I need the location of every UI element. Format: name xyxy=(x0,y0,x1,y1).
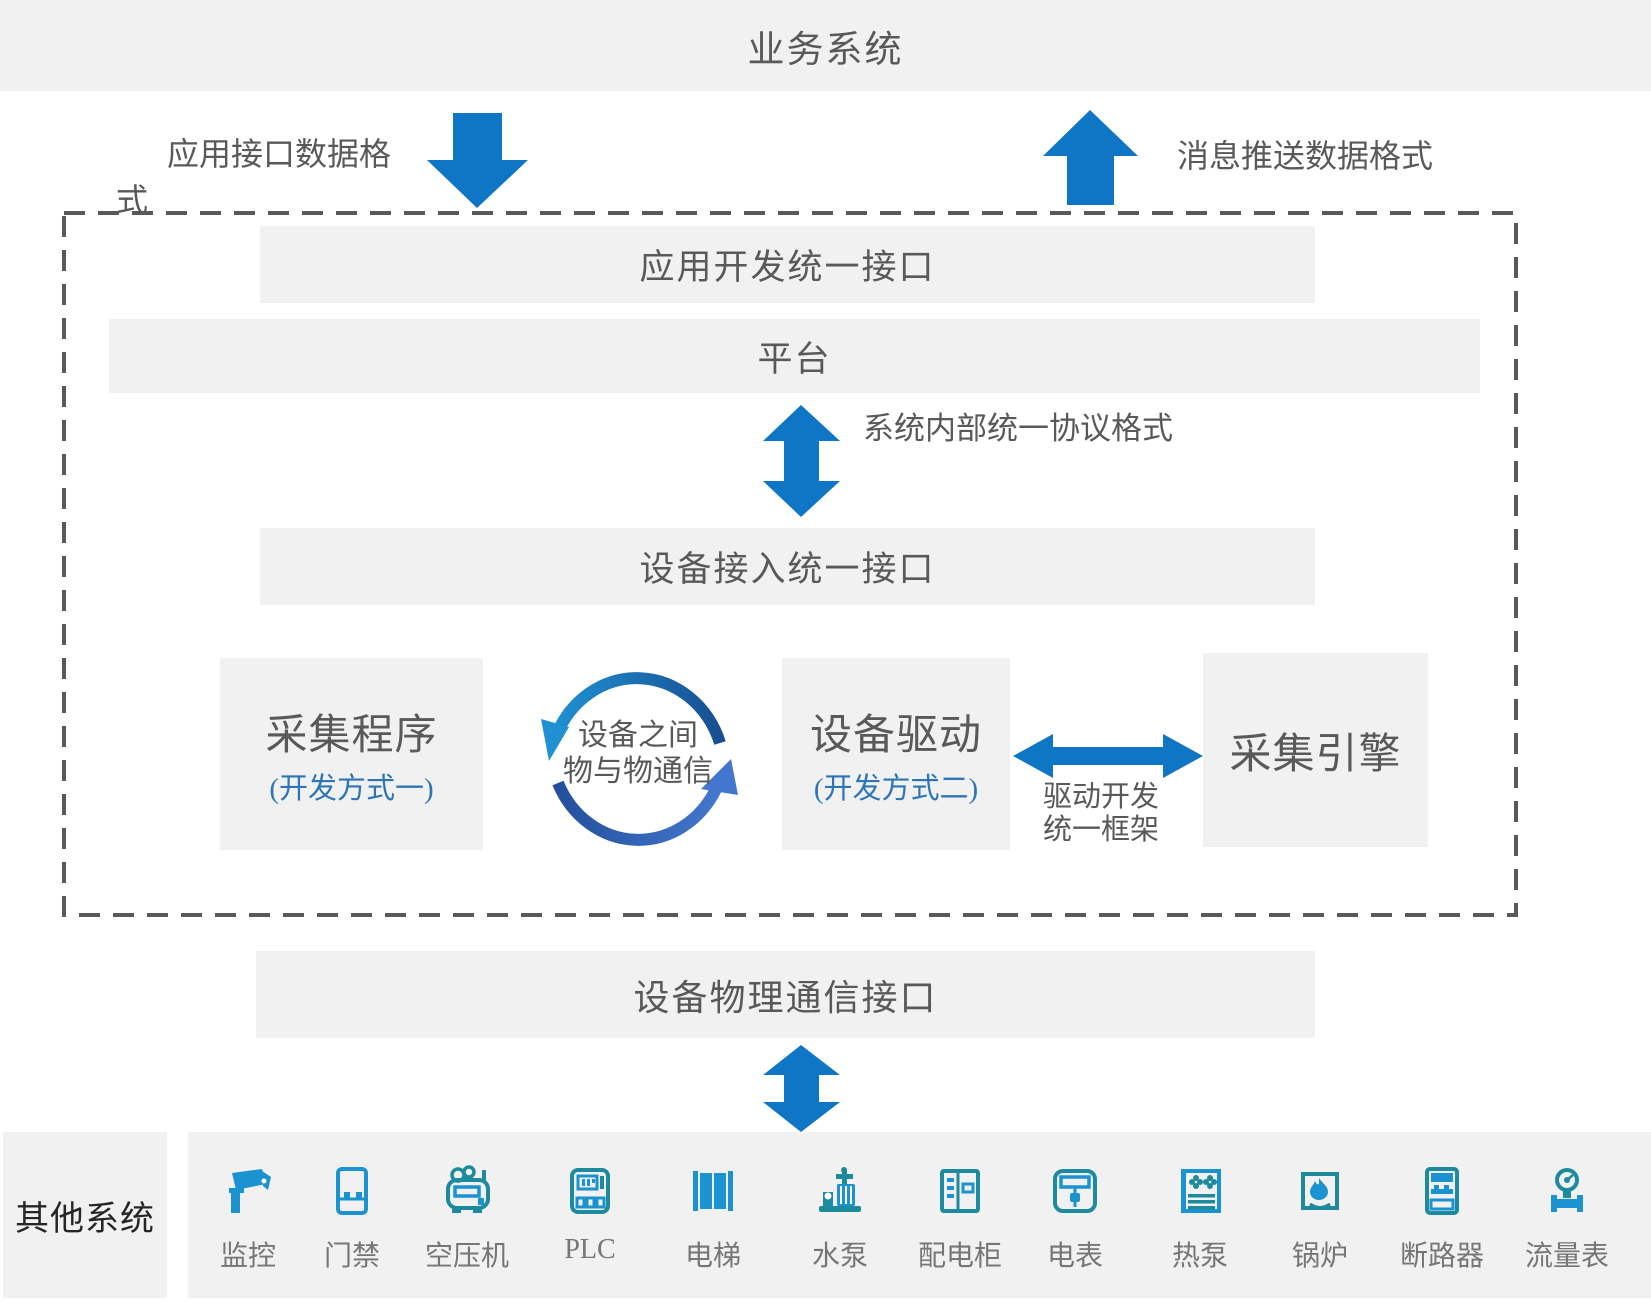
device-to-device-cycle-icon xyxy=(541,672,738,846)
horizontal-double-arrow-icon xyxy=(1013,734,1203,778)
heat-pump-icon xyxy=(1171,1162,1229,1220)
platform-label: 平台 xyxy=(757,339,832,379)
device-access-interface-bar: 设备接入统一接口 xyxy=(260,528,1315,605)
circuit-breaker-icon xyxy=(1413,1162,1471,1220)
driver-framework-line1: 驱动开发 xyxy=(1042,781,1159,813)
collection-engine-title: 采集引擎 xyxy=(1229,731,1402,778)
device-label: 电表 xyxy=(1046,1241,1103,1272)
message-push-format-label: 消息推送数据格式 xyxy=(1177,138,1434,174)
device-label: 监控 xyxy=(219,1241,276,1272)
device-label: 断路器 xyxy=(1399,1241,1484,1272)
electric-meter-icon xyxy=(1046,1162,1104,1220)
device-label: 水泵 xyxy=(811,1241,868,1272)
driver-framework-label: 驱动开发 统一框架 xyxy=(1036,781,1166,847)
app-interface-format-line1: 应用接口数据格 xyxy=(167,136,392,172)
boiler-icon xyxy=(1291,1162,1349,1220)
vertical-double-arrow-icon xyxy=(763,405,840,517)
app-dev-interface-bar: 应用开发统一接口 xyxy=(260,226,1315,303)
device-item: 锅炉 xyxy=(1270,1156,1370,1274)
power-cabinet-icon xyxy=(931,1162,989,1220)
collector-program-box: 采集程序 (开发方式一) xyxy=(220,658,483,850)
device-label: 热泵 xyxy=(1171,1241,1228,1272)
device-label: 锅炉 xyxy=(1291,1241,1348,1272)
device-item: 配电柜 xyxy=(910,1156,1010,1274)
air-compressor-icon xyxy=(438,1162,496,1220)
collector-program-subtitle: (开发方式一) xyxy=(269,773,434,805)
device-label: 配电柜 xyxy=(917,1241,1002,1272)
camera-icon xyxy=(219,1162,277,1220)
device-physical-interface-label: 设备物理通信接口 xyxy=(633,977,938,1018)
app-interface-format-label: 应用接口数据格 式 xyxy=(116,131,416,223)
device-driver-title: 设备驱动 xyxy=(809,713,982,759)
device-physical-interface-bar: 设备物理通信接口 xyxy=(256,951,1315,1038)
banner-title: 业务系统 xyxy=(747,29,904,71)
device-item: 空压机 xyxy=(417,1156,517,1274)
driver-framework-line2: 统一框架 xyxy=(1042,814,1159,846)
app-dev-interface-label: 应用开发统一接口 xyxy=(639,248,936,287)
device-item: 水泵 xyxy=(790,1156,890,1274)
device-label: PLC xyxy=(564,1234,616,1265)
device-driver-subtitle: (开发方式二) xyxy=(813,773,979,805)
device-label: 门禁 xyxy=(323,1241,380,1272)
dashed-border xyxy=(62,211,1518,917)
water-pump-icon xyxy=(811,1162,869,1220)
device-access-interface-label: 设备接入统一接口 xyxy=(639,550,936,589)
other-systems-label: 其他系统 xyxy=(15,1200,155,1238)
device-label: 空压机 xyxy=(424,1241,509,1272)
device-label: 电梯 xyxy=(684,1241,741,1272)
collector-program-title: 采集程序 xyxy=(265,713,438,759)
collection-engine-box: 采集引擎 xyxy=(1203,653,1428,847)
elevator-icon xyxy=(684,1162,742,1220)
device-label: 流量表 xyxy=(1524,1241,1609,1272)
device-item: 电表 xyxy=(1025,1156,1125,1274)
platform-dashed-container xyxy=(62,211,1518,917)
device-driver-box: 设备驱动 (开发方式二) xyxy=(782,658,1010,850)
vertical-double-arrow-bottom-icon xyxy=(763,1045,840,1132)
plc-icon xyxy=(561,1162,619,1220)
device-comm-line2: 物与物通信 xyxy=(563,755,713,788)
down-arrow-icon xyxy=(427,113,528,208)
device-item: 监控 xyxy=(198,1156,298,1274)
business-system-banner: 业务系统 xyxy=(0,0,1651,91)
device-item: 流量表 xyxy=(1517,1156,1617,1274)
internal-protocol-label: 系统内部统一协议格式 xyxy=(863,411,1173,446)
platform-bar: 平台 xyxy=(109,319,1480,393)
device-comm-label: 设备之间 物与物通信 xyxy=(553,718,723,790)
device-item: PLC xyxy=(540,1156,640,1266)
device-item: 热泵 xyxy=(1150,1156,1250,1274)
device-item: 电梯 xyxy=(663,1156,763,1274)
up-arrow-icon xyxy=(1043,110,1138,205)
device-item: 断路器 xyxy=(1392,1156,1492,1274)
flow-meter-icon xyxy=(1538,1162,1596,1220)
access-control-icon xyxy=(323,1162,381,1220)
device-item: 门禁 xyxy=(302,1156,402,1274)
other-systems-box: 其他系统 xyxy=(3,1132,167,1298)
devices-row: 监控 门禁 空压机 PLC 电梯 水泵 配电柜 电表 热泵 锅炉 断路器 流量表 xyxy=(188,1132,1651,1298)
device-comm-line1: 设备之间 xyxy=(578,719,698,752)
